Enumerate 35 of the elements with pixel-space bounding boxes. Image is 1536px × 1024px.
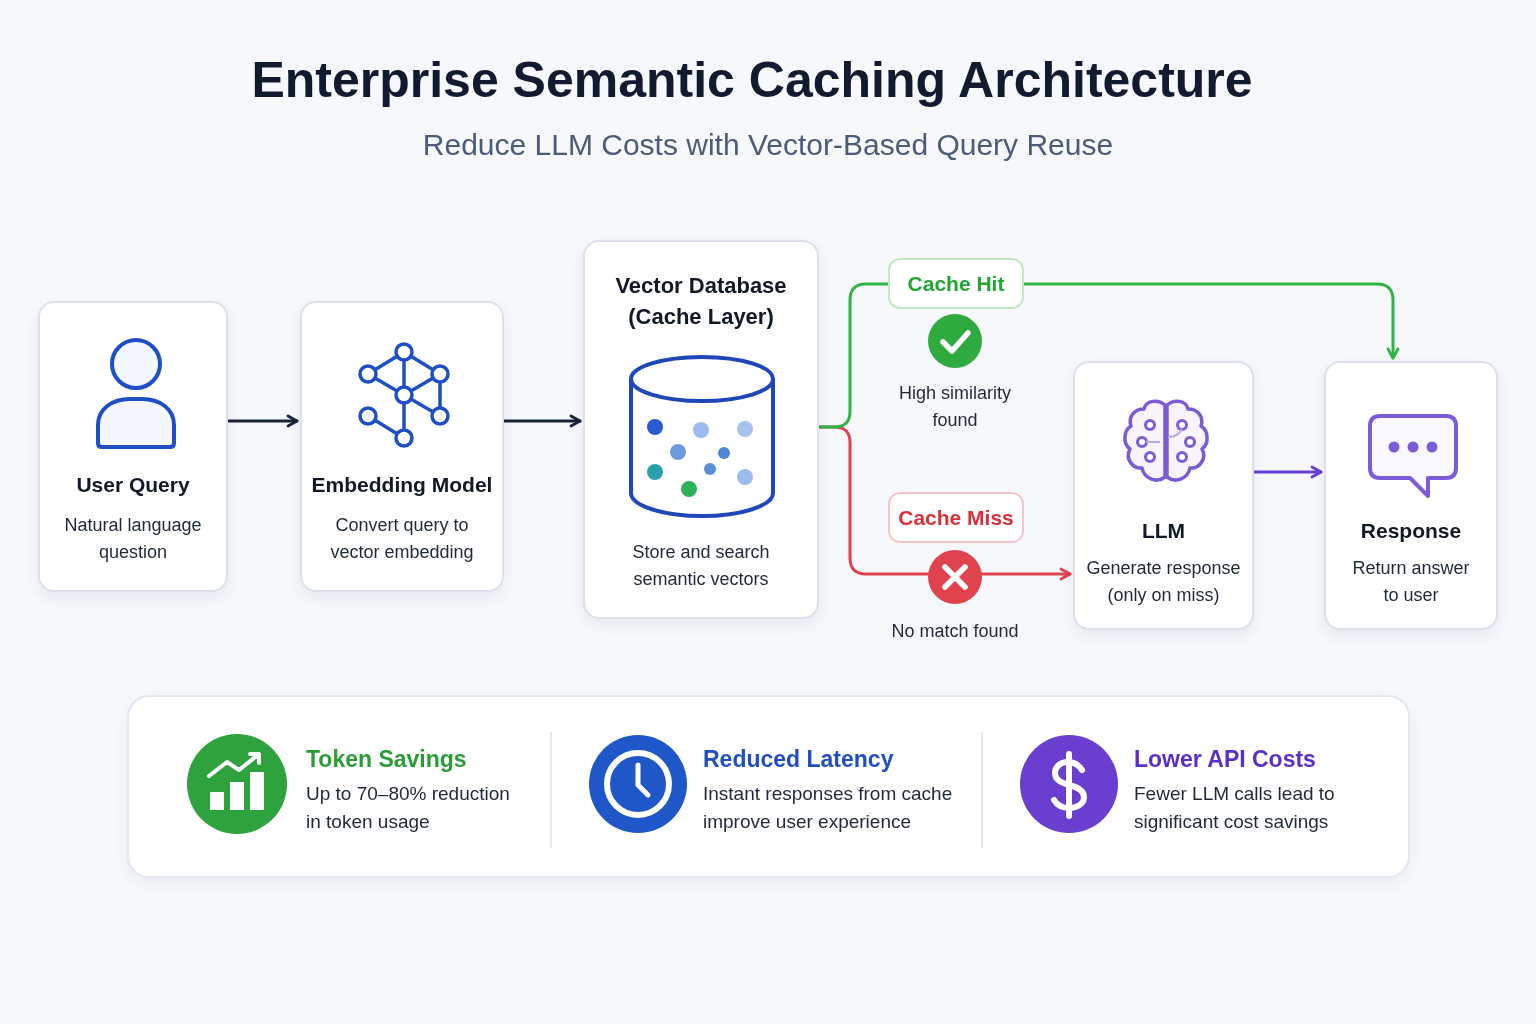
card-description: Return answer to user	[1351, 557, 1471, 607]
card-description: Natural language question	[63, 514, 203, 564]
status-pill	[888, 258, 1024, 309]
benefit-title: Reduced Latency	[703, 745, 894, 774]
card-title: LLM	[1141, 518, 1186, 544]
card-description: Store and search semantic vectors	[631, 541, 771, 591]
diagram-title: Enterprise Semantic Caching Architecture	[251, 51, 1253, 110]
process-card	[1324, 361, 1498, 630]
arrow	[226, 414, 299, 428]
benefit-description: Instant responses from cache improve user experience	[703, 782, 954, 834]
arrow	[1252, 465, 1323, 479]
card-description: Generate response (only on miss)	[1085, 557, 1242, 607]
process-card	[38, 301, 228, 592]
process-card	[1073, 361, 1254, 630]
card-title: Vector Database (Cache Layer)	[614, 272, 788, 331]
subtitle: Reduce LLM Costs with Vector-Based Query Reuse	[422, 127, 1114, 163]
status-label: Cache Miss	[898, 504, 1014, 531]
arrow	[1022, 282, 1400, 360]
benefit-title: Token Savings	[306, 745, 467, 774]
card-title: User Query	[76, 472, 190, 498]
connector-line	[817, 282, 890, 429]
card-description: Convert query to vector embedding	[329, 514, 475, 564]
card-title: Embedding Model	[311, 472, 493, 498]
status-caption: High similarity found	[898, 382, 1012, 432]
card-title: Response	[1360, 518, 1462, 544]
status-label: Cache Hit	[907, 270, 1005, 297]
process-card	[300, 301, 504, 592]
status-pill	[888, 492, 1024, 543]
benefit-description: Fewer LLM calls lead to significant cost savings	[1134, 782, 1336, 834]
arrow	[502, 414, 582, 428]
benefits-panel	[127, 695, 1410, 878]
process-card	[583, 240, 819, 619]
benefit-title: Lower API Costs	[1134, 745, 1316, 774]
benefit-description: Up to 70–80% reduction in token usage	[306, 782, 511, 834]
status-caption: No match found	[891, 620, 1019, 643]
